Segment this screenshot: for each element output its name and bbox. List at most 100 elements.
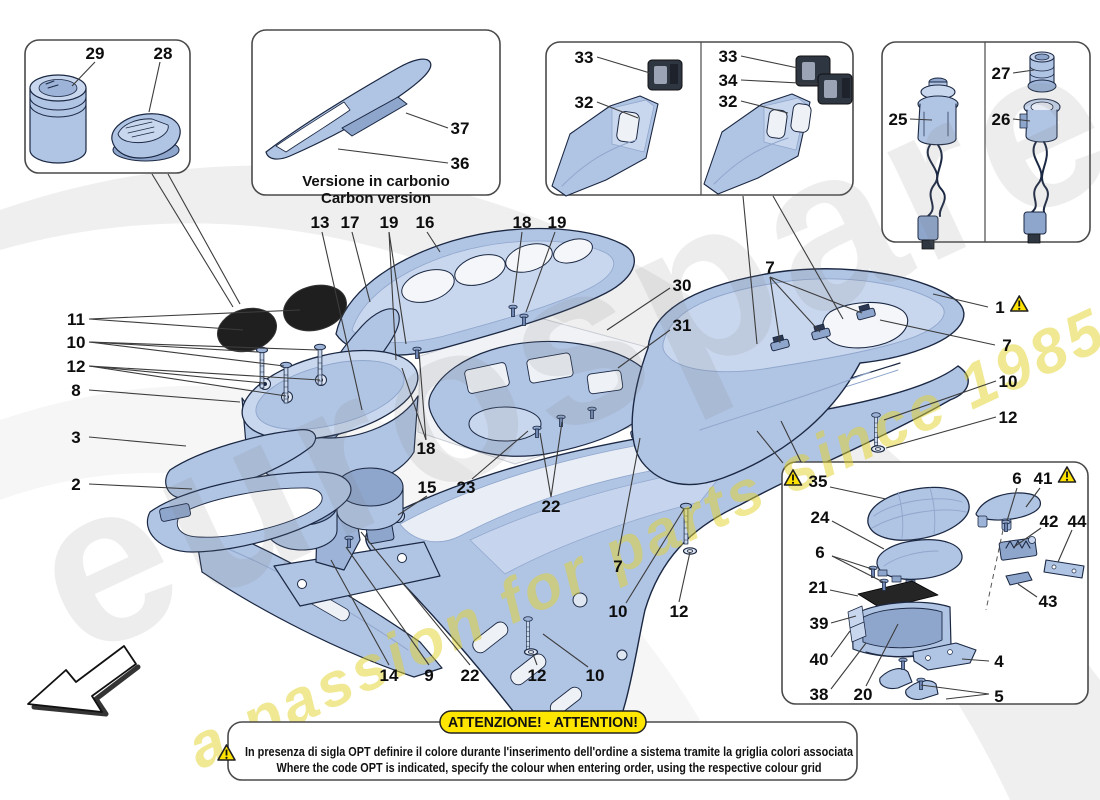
callout-32: 32 <box>719 92 789 114</box>
part-37-carbon-strip <box>341 96 408 137</box>
part-32-trim-right <box>703 93 812 195</box>
callout-10: 10 <box>609 508 685 621</box>
part-number-label: 30 <box>673 276 692 295</box>
part-number-label: 13 <box>311 213 330 232</box>
attention-banner: ATTENZIONE! - ATTENTION! In presenza di … <box>217 710 858 781</box>
inset-box-carbon: Versione in carbonio Carbon version <box>251 29 501 207</box>
callout-13: 13 <box>311 213 363 411</box>
direction-arrow <box>27 645 141 717</box>
part-number-label: 28 <box>154 44 173 63</box>
callout-34: 34 <box>719 71 819 90</box>
callout-12: 12 <box>670 551 691 621</box>
inset-box-ashtray <box>24 39 191 174</box>
attention-pill-label: ATTENZIONE! - ATTENTION! <box>448 715 638 731</box>
part-42-hinge-mechanism <box>998 536 1038 561</box>
part-number-label: 14 <box>380 666 399 685</box>
part-25-lighter <box>917 77 959 250</box>
part-number-label: 7 <box>1002 336 1011 355</box>
part-number-label: 10 <box>67 333 86 352</box>
part-5-brackets <box>879 657 939 700</box>
callout-24: 24 <box>811 508 885 550</box>
part-number-label: 10 <box>609 602 628 621</box>
part-number-label: 27 <box>992 64 1011 83</box>
callout-30: 30 <box>606 276 692 331</box>
part-number-label: 12 <box>999 408 1018 427</box>
callout-19: 19 <box>380 213 407 361</box>
part-number-label: 32 <box>575 93 594 112</box>
callout-40: 40 <box>810 630 851 669</box>
part-number-label: 26 <box>992 110 1011 129</box>
part-number-label: 22 <box>461 666 480 685</box>
part-cupholder-assembly <box>146 343 419 553</box>
callout-35: 35 <box>783 469 887 500</box>
part-number-label: 32 <box>719 92 738 111</box>
callout-4: 4 <box>961 652 1004 671</box>
callout-26: 26 <box>992 110 1031 129</box>
callout-10: 10 <box>67 333 319 367</box>
callout-38: 38 <box>810 642 867 704</box>
part-number-label: 10 <box>586 666 605 685</box>
part-number-label: 35 <box>809 472 828 491</box>
part-number-label: 29 <box>86 44 105 63</box>
warning-triangle-icon <box>1009 295 1029 312</box>
callout-14: 14 <box>330 559 399 685</box>
part-number-label: 43 <box>1039 592 1058 611</box>
part-number-label: 7 <box>613 557 622 576</box>
part-number-label: 6 <box>815 543 824 562</box>
part-33-switch-left <box>647 59 683 91</box>
callout-17: 17 <box>341 213 371 303</box>
part-number-label: 34 <box>719 71 738 90</box>
callout-6: 6 <box>1006 469 1022 522</box>
inset-box-armrest <box>781 461 1089 705</box>
callout-32: 32 <box>575 93 639 119</box>
callout-12: 12 <box>528 653 546 685</box>
leader-lines-layer <box>151 173 1004 611</box>
part-number-label: 9 <box>424 666 433 685</box>
callout-39: 39 <box>810 614 857 633</box>
part-number-label: 2 <box>71 475 80 494</box>
callout-27: 27 <box>992 64 1035 83</box>
part-number-label: 24 <box>811 508 830 527</box>
callout-6: 6 <box>815 543 884 583</box>
part-44-bracket <box>1043 559 1085 579</box>
part-number-label: 12 <box>670 602 689 621</box>
callout-19: 19 <box>525 213 567 313</box>
inset-box-lighter <box>881 41 1091 250</box>
part-33-34-switches-right <box>795 55 853 105</box>
part-21-mat <box>857 580 939 610</box>
part-26-socket <box>1019 98 1061 244</box>
callout-7: 7 <box>613 437 641 576</box>
callout-11: 11 <box>67 309 301 331</box>
part-number-label: 41 <box>1034 469 1053 488</box>
part-number-label: 33 <box>575 48 594 67</box>
part-number-label: 31 <box>673 316 692 335</box>
part-number-label: 39 <box>810 614 829 633</box>
part-number-label: 20 <box>854 685 873 704</box>
part-number-label: 3 <box>71 428 80 447</box>
carbon-caption-italian: Versione in carbonio <box>302 173 450 190</box>
carbon-caption-english: Carbon version <box>321 190 431 207</box>
part-number-label: 23 <box>457 478 476 497</box>
part-number-label: 10 <box>999 372 1018 391</box>
callout-18: 18 <box>512 213 531 304</box>
attention-text-english: Where the code OPT is indicated, specify… <box>277 761 822 775</box>
callout-12: 12 <box>67 357 321 397</box>
callout-33: 33 <box>719 47 799 69</box>
part-36-carbon-frame <box>265 58 432 160</box>
callout-10: 10 <box>883 372 1018 421</box>
part-number-label: 19 <box>548 213 567 232</box>
part-number-label: 11 <box>67 310 85 329</box>
part-number-label: 21 <box>809 578 828 597</box>
callout-41: 41 <box>1025 466 1077 508</box>
part-number-label: 5 <box>994 687 1003 706</box>
callout-22: 22 <box>360 531 480 685</box>
part-27-lighter-plug <box>1027 51 1057 93</box>
part-28-lid <box>111 113 181 162</box>
attention-text-italian: In presenza di sigla OPT definire il col… <box>245 745 854 759</box>
callout-23: 23 <box>457 430 529 497</box>
callout-20: 20 <box>854 623 899 704</box>
part-number-label: 42 <box>1040 512 1059 531</box>
callout-37: 37 <box>405 112 469 138</box>
